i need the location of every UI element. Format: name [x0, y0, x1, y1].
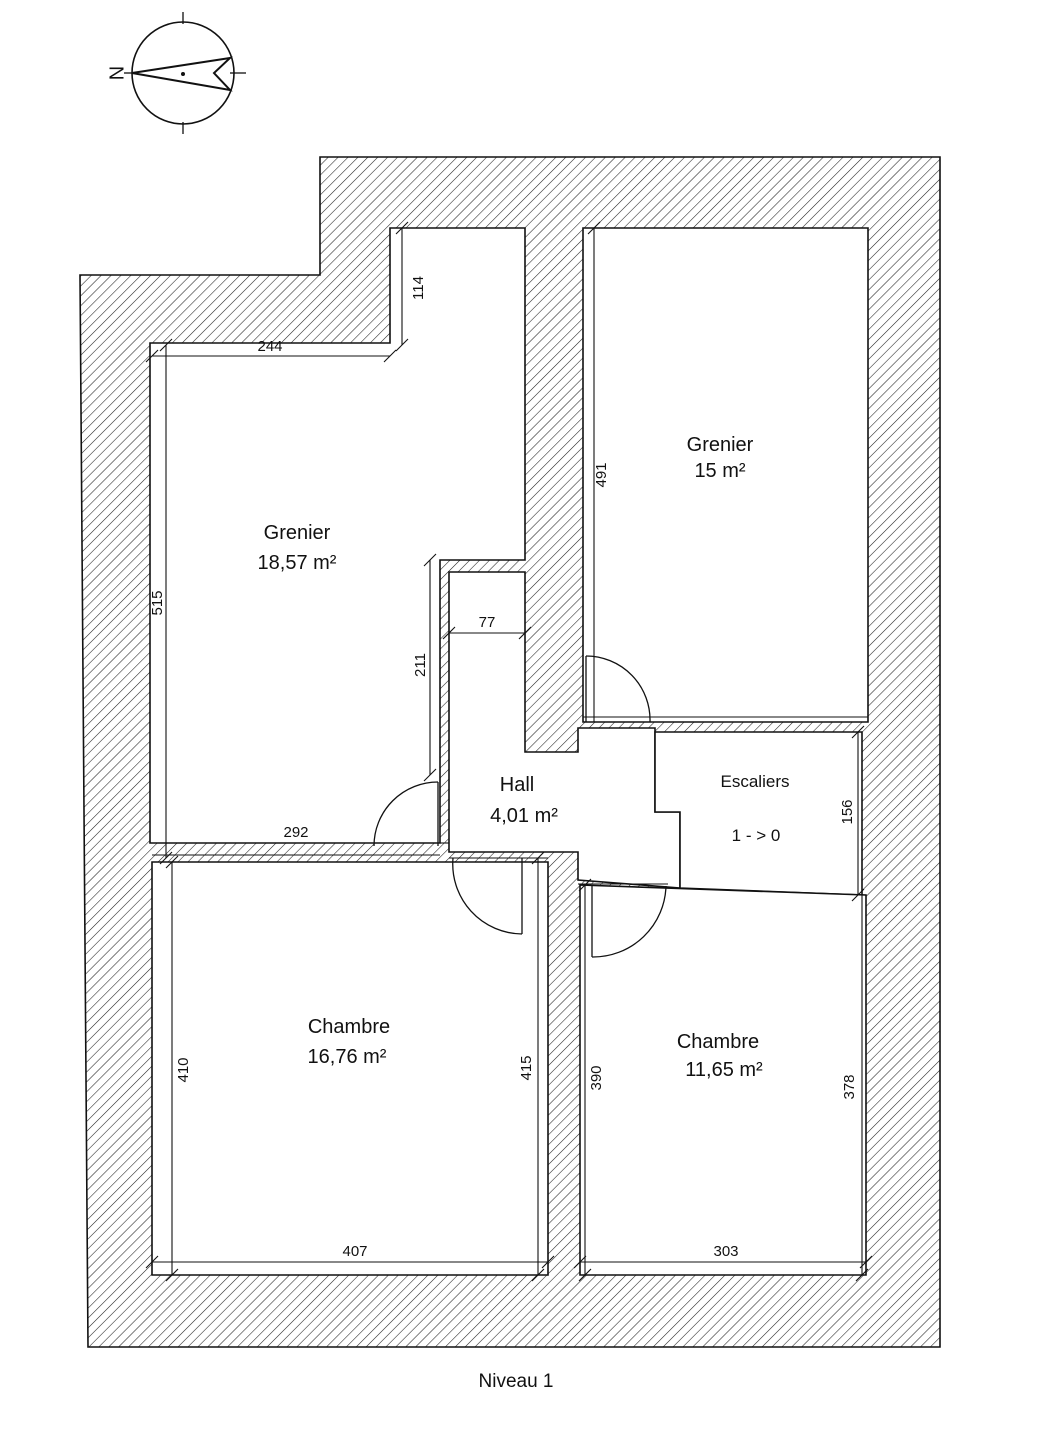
- dim-chambre-left-width: 407: [342, 1243, 367, 1260]
- door-chambre-right: [591, 885, 667, 958]
- dim-grenier-left-bottom: 292: [283, 824, 308, 841]
- door-grenier-right: [585, 655, 651, 723]
- dimension-lines: [145, 221, 873, 1282]
- plan-caption: Niveau 1: [479, 1371, 554, 1392]
- room-area-hall: 4,01 m²: [490, 805, 558, 827]
- room-name-chambre-left: Chambre: [308, 1016, 390, 1038]
- room-name-hall: Hall: [500, 774, 534, 796]
- door-chambre-left: [452, 857, 523, 935]
- dim-chambre-right-right: 378: [841, 1074, 858, 1099]
- room-chambre-left: [151, 861, 549, 1276]
- room-area-grenier-left: 18,57 m²: [258, 552, 337, 574]
- dim-grenier-left-height: 515: [149, 590, 166, 615]
- door-grenier-left: [373, 781, 439, 847]
- dim-chambre-left-left: 410: [175, 1057, 192, 1082]
- dim-grenier-right-height: 491: [593, 462, 610, 487]
- room-name-grenier-left: Grenier: [264, 522, 331, 544]
- partition-lines: [152, 716, 868, 885]
- room-area-chambre-right: 11,65 m²: [685, 1059, 763, 1081]
- compass-north-letter: N: [106, 66, 128, 80]
- room-area-chambre-left: 16,76 m²: [308, 1046, 387, 1068]
- room-name-escaliers: Escaliers: [721, 772, 790, 791]
- dim-chambre-right-width: 303: [713, 1243, 738, 1260]
- dim-hall-width: 77: [479, 614, 496, 631]
- dim-grenier-left-recess: 211: [412, 653, 429, 677]
- room-chambre-right: [579, 884, 867, 1276]
- room-grenier-right: [582, 227, 869, 723]
- dim-chambre-right-left: 390: [588, 1065, 605, 1090]
- dim-escaliers-height: 156: [839, 799, 856, 824]
- room-area-grenier-right: 15 m²: [694, 460, 745, 482]
- room-name-grenier-right: Grenier: [687, 434, 754, 456]
- dim-grenier-left-top: 244: [257, 338, 282, 355]
- stairs-direction: 1 - > 0: [732, 826, 781, 845]
- room-escaliers: [654, 731, 863, 896]
- dim-grenier-left-notch: 114: [410, 276, 427, 300]
- dim-chambre-left-right: 415: [518, 1055, 535, 1080]
- room-name-chambre-right: Chambre: [677, 1031, 759, 1053]
- north-arrow-icon: N: [106, 12, 246, 134]
